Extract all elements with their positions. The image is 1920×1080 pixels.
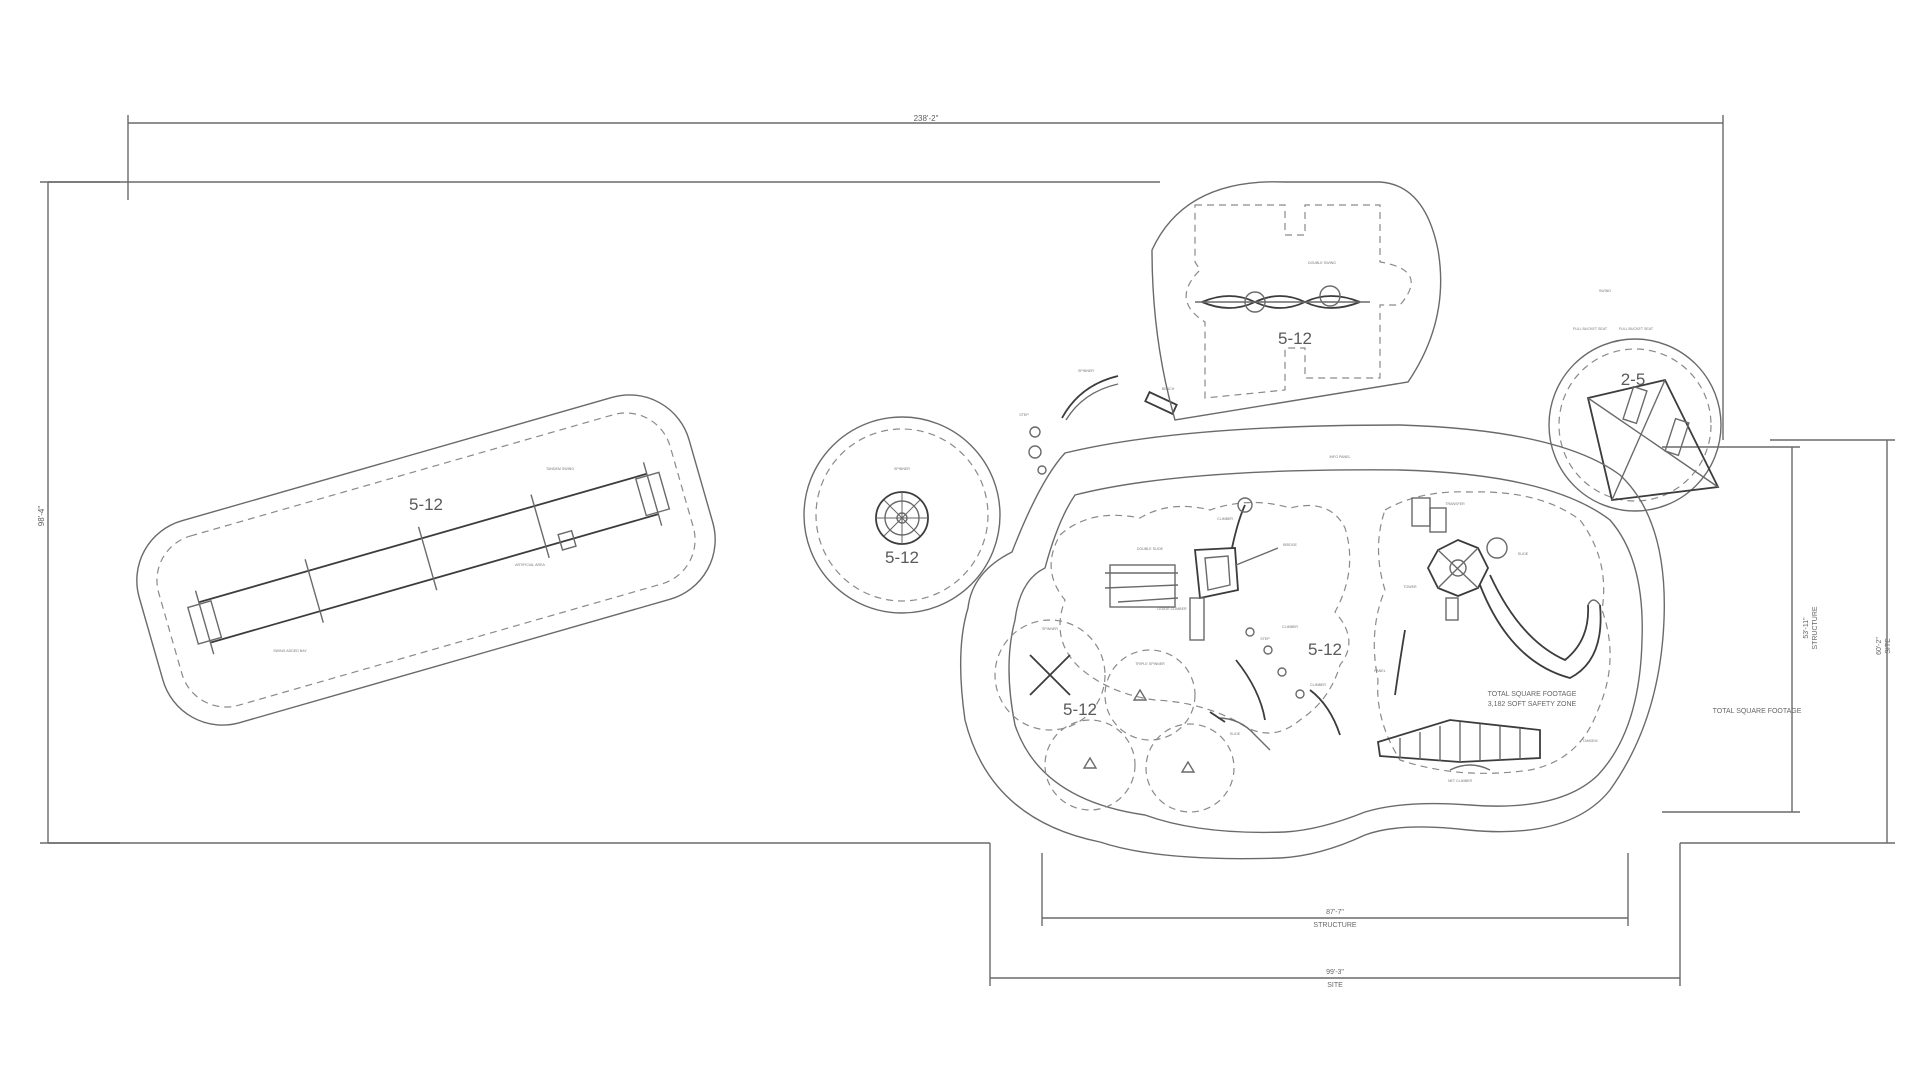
svg-text:PANEL: PANEL — [1374, 669, 1386, 673]
main-left-tower: CLIMBER BRIDGE — [1104, 497, 1297, 641]
main-structure-age-label: 5-12 — [1308, 640, 1342, 659]
site-width-label: 99'-3" — [1326, 969, 1344, 976]
site-boundary — [48, 181, 1770, 844]
total-sf-value: 3,182 SOFT SAFETY ZONE — [1488, 701, 1577, 708]
svg-text:TOWER: TOWER — [1403, 585, 1417, 589]
svg-text:INFO PANEL: INFO PANEL — [1329, 455, 1350, 459]
total-square-footage-note: TOTAL SQUARE FOOTAGE 3,182 SOFT SAFETY Z… — [1488, 691, 1577, 708]
svg-text:SPINNER: SPINNER — [1042, 627, 1058, 631]
svg-text:ARTIFICIAL AREA: ARTIFICIAL AREA — [515, 563, 545, 567]
svg-text:CLIMBER: CLIMBER — [1310, 683, 1326, 687]
upper-swing-frame — [1195, 285, 1370, 313]
svg-text:LEDGE CLIMBER: LEDGE CLIMBER — [1157, 607, 1187, 611]
svg-text:SPINNER: SPINNER — [1078, 369, 1094, 373]
tot-area: SWING FULL BUCKET SEAT FULL BUCKET SEAT — [1548, 289, 1722, 512]
main-right-tower: TRANSFER SLIDE — [1411, 497, 1602, 679]
spinner-spokes — [876, 492, 928, 544]
svg-text:SWING: SWING — [1599, 289, 1611, 293]
svg-text:TANDEM SWING: TANDEM SWING — [546, 467, 574, 471]
svg-text:CLIMBER: CLIMBER — [1217, 517, 1233, 521]
svg-text:TRANSFER: TRANSFER — [1445, 502, 1465, 506]
site-width-note: SITE — [1327, 982, 1343, 989]
svg-text:SLIDE: SLIDE — [1230, 732, 1241, 736]
structure-height-note: STRUCTURE — [1812, 606, 1819, 649]
svg-text:SPINNER: SPINNER — [894, 467, 910, 471]
structure-width-note: STRUCTURE — [1313, 922, 1356, 929]
site-height-label: 60'-2" — [1876, 637, 1883, 655]
svg-text:SWING ADDED BAY: SWING ADDED BAY — [273, 649, 307, 653]
structure-width-label: 87'-7" — [1326, 909, 1344, 916]
svg-text:TANDEM: TANDEM — [1583, 739, 1598, 743]
spinner-area: SPINNER — [803, 416, 1001, 614]
svg-text:STEP: STEP — [1260, 637, 1270, 641]
site-height-dimension: 60'-2" SITE — [1770, 439, 1895, 844]
svg-text:CLIMBER: CLIMBER — [1282, 625, 1298, 629]
svg-text:TRIPLE SPINNER: TRIPLE SPINNER — [1135, 662, 1165, 666]
svg-text:FULL BUCKET SEAT: FULL BUCKET SEAT — [1573, 327, 1608, 331]
svg-text:BENCH: BENCH — [1162, 387, 1175, 391]
site-width-dimension: 99'-3" SITE — [989, 843, 1681, 989]
structure-height-dimension: 53'-11" STRUCTURE — [1662, 446, 1819, 813]
tot-area-age-label: 2-5 — [1621, 370, 1646, 389]
svg-text:DOUBLE SLIDE: DOUBLE SLIDE — [1137, 547, 1164, 551]
main-structure-notes: DOUBLE SLIDE LEDGE CLIMBER INFO PANEL PA… — [1137, 455, 1417, 736]
swing-area-age-label: 5-12 — [409, 495, 443, 514]
svg-text:SLIDE: SLIDE — [1518, 552, 1529, 556]
spinner-area-age-label: 5-12 — [885, 548, 919, 567]
right-square-footage-note: TOTAL SQUARE FOOTAGE — [1713, 708, 1802, 715]
swing-frame — [186, 462, 671, 655]
structure-height-label: 53'-11" — [1803, 617, 1810, 639]
upper-swing-area: DOUBLE SWING — [1151, 181, 1442, 421]
svg-text:DOUBLE SWING: DOUBLE SWING — [1308, 261, 1336, 265]
overall-height-label: 98'-4" — [37, 506, 46, 527]
main-net-climber: NET CLIMBER TANDEM — [1377, 719, 1598, 783]
spinner-cluster-age-label: 5-12 — [1063, 700, 1097, 719]
svg-text:STEP: STEP — [1019, 413, 1029, 417]
swing-area-notes: TANDEM SWING ARTIFICIAL AREA SWING ADDED… — [273, 467, 574, 653]
structure-width-dimension: 87'-7" STRUCTURE — [1041, 853, 1629, 929]
svg-text:NET CLIMBER: NET CLIMBER — [1448, 779, 1473, 783]
misc-play-items: SPINNER BENCH STEP — [1019, 369, 1178, 475]
tot-notes: SWING FULL BUCKET SEAT FULL BUCKET SEAT — [1573, 289, 1654, 331]
main-structure-area — [959, 424, 1666, 860]
spinner-cluster: SPINNER TRIPLE SPINNER — [1029, 627, 1196, 773]
svg-text:FULL BUCKET SEAT: FULL BUCKET SEAT — [1619, 327, 1654, 331]
overall-width-dimension: 238'-2" — [127, 114, 1724, 440]
main-connector: STEP CLIMBER — [1209, 627, 1406, 751]
svg-text:BRIDGE: BRIDGE — [1283, 543, 1297, 547]
site-height-note: SITE — [1885, 638, 1892, 654]
overall-height-dimension: 98'-4" — [37, 181, 120, 844]
tot-shade-structure — [1586, 378, 1720, 501]
total-sf-title: TOTAL SQUARE FOOTAGE — [1488, 691, 1577, 698]
upper-swing-age-label: 5-12 — [1278, 329, 1312, 348]
overall-width-label: 238'-2" — [914, 114, 939, 123]
swing-area — [136, 394, 716, 726]
